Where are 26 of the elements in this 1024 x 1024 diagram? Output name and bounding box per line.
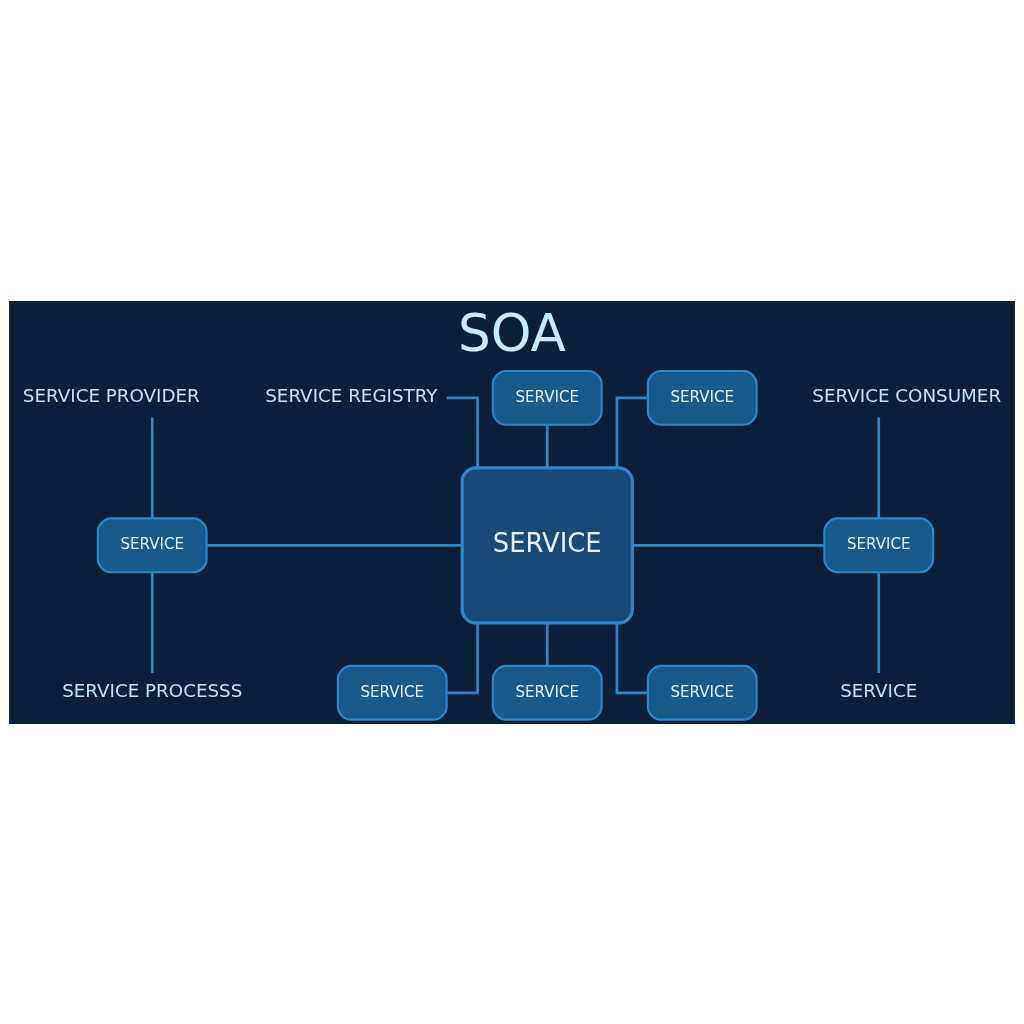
- node-box: SERVICE: [491, 664, 603, 721]
- connector: [446, 622, 479, 694]
- connector: [545, 622, 549, 666]
- connector: [877, 571, 881, 673]
- node-text: SERVICE REGISTRY: [265, 384, 438, 406]
- connector: [545, 424, 549, 468]
- node-text: SERVICE CONSUMER: [812, 384, 1002, 406]
- node-box: SERVICE: [646, 369, 758, 426]
- node-box: SERVICE: [491, 369, 603, 426]
- diagram-title: SOA: [458, 302, 566, 363]
- node-text: SERVICE PROCESSS: [62, 679, 243, 701]
- node-box: SERVICE: [646, 664, 758, 721]
- node-text: SERVICE: [840, 679, 918, 701]
- connector: [150, 571, 154, 673]
- node-text: SERVICE PROVIDER: [22, 384, 200, 406]
- node-box: SERVICE: [460, 465, 634, 624]
- connector: [615, 622, 648, 694]
- node-box: SERVICE: [336, 664, 448, 721]
- connector: [150, 416, 154, 518]
- connector: [615, 396, 648, 468]
- node-box: SERVICE: [823, 516, 935, 573]
- connector: [877, 416, 881, 518]
- connector: [446, 396, 479, 468]
- connector: [632, 543, 825, 547]
- connector: [206, 543, 463, 547]
- node-box: SERVICE: [96, 516, 208, 573]
